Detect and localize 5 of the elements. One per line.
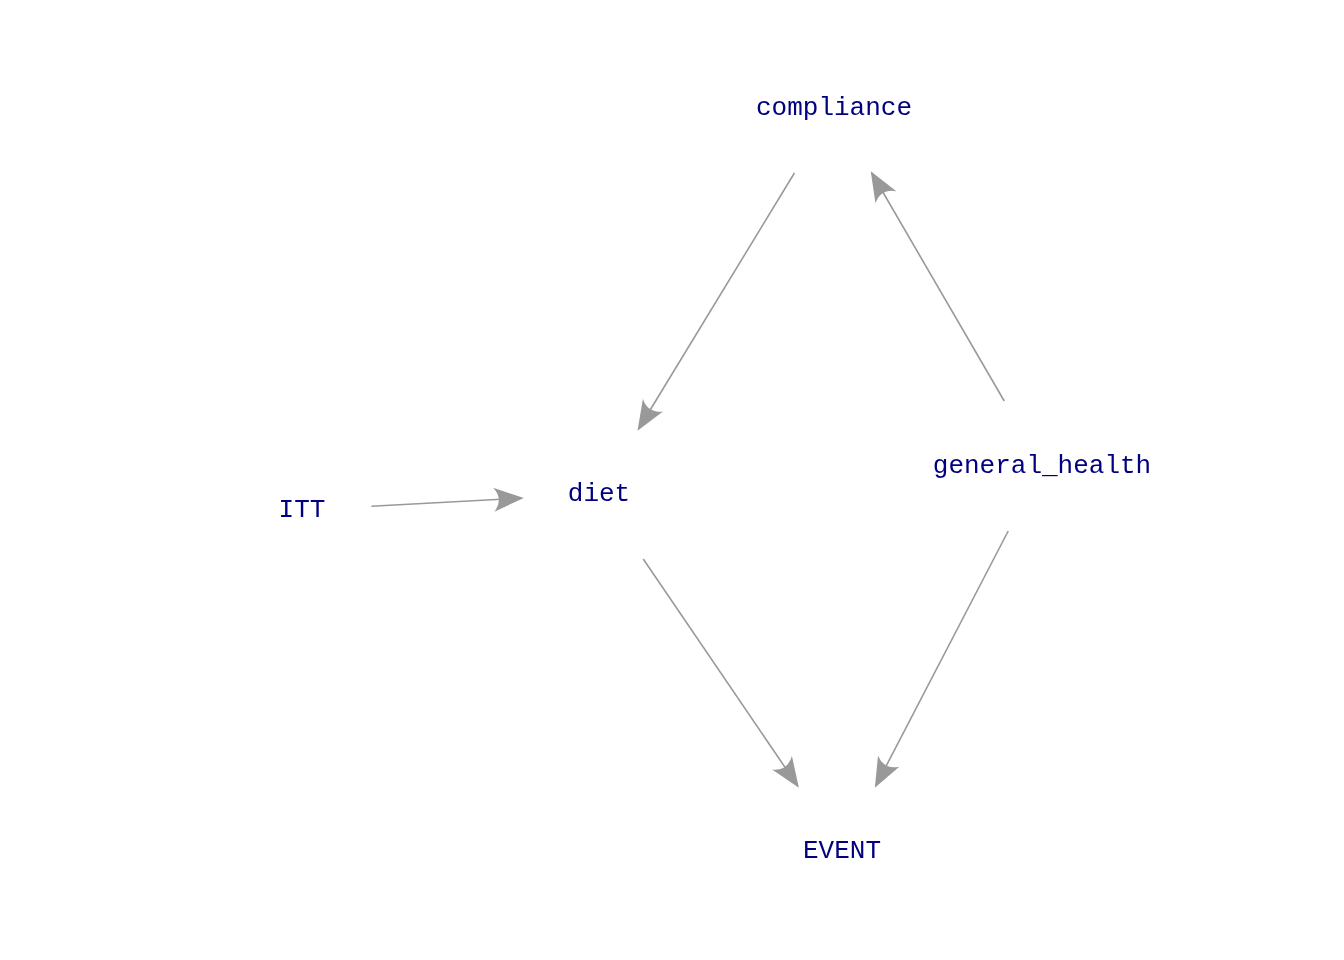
node-label: ITT xyxy=(278,495,326,525)
node-label: compliance xyxy=(756,93,912,123)
node-label: EVENT xyxy=(803,836,881,866)
node-label: diet xyxy=(567,479,631,509)
node-label: general_health xyxy=(932,451,1152,481)
